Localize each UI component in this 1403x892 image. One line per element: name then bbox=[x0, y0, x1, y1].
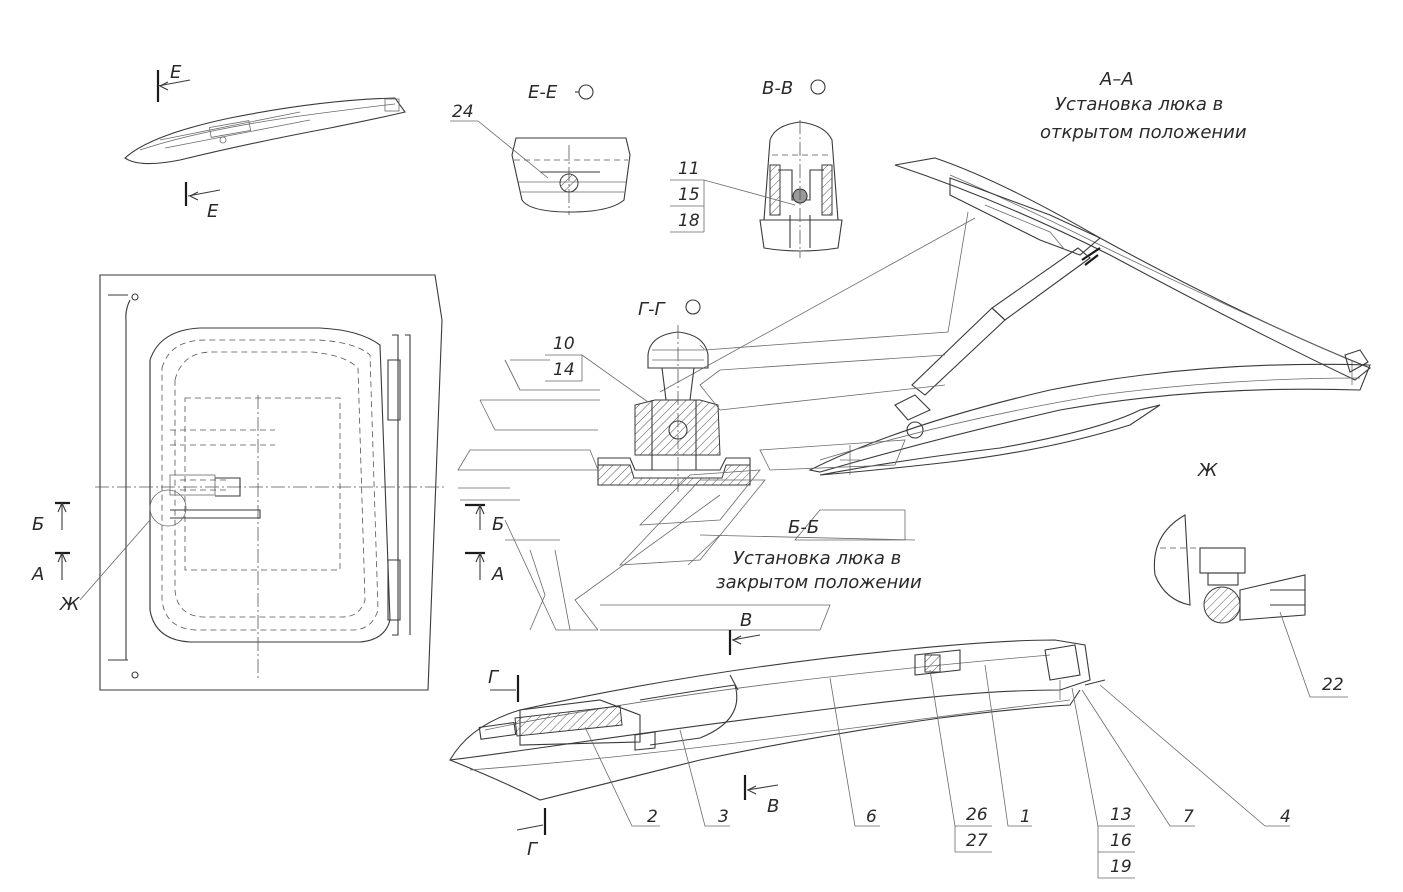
zoom-line-2 bbox=[659, 217, 976, 393]
marker-e-bottom: Е bbox=[207, 201, 219, 222]
callout-18: 18 bbox=[678, 211, 700, 231]
callout-22: 22 bbox=[1322, 675, 1344, 695]
section-vv-symbol bbox=[810, 79, 826, 95]
section-aa-title: А–А bbox=[1099, 69, 1134, 90]
callout-3: 3 bbox=[718, 807, 729, 827]
callout-15: 15 bbox=[678, 185, 700, 205]
zh-detail-circle bbox=[149, 489, 187, 527]
section-gg-symbol bbox=[685, 299, 701, 315]
section-gg-view bbox=[597, 325, 751, 492]
callout-1: 1 bbox=[1020, 807, 1031, 827]
marker-b-left: Б bbox=[32, 514, 44, 535]
section-gg-title: Г-Г bbox=[638, 299, 667, 320]
callout-19: 19 bbox=[1110, 857, 1132, 877]
plan-view bbox=[55, 274, 485, 691]
section-aa-line1: Установка люка в bbox=[1055, 94, 1223, 115]
marker-e-top: Е bbox=[170, 62, 182, 83]
marker-g-top: Г bbox=[488, 667, 500, 688]
section-bb-title: Б-Б bbox=[788, 517, 819, 538]
section-aa-open-view bbox=[808, 157, 1372, 476]
callout-14: 14 bbox=[553, 360, 575, 380]
marker-b-right: Б bbox=[492, 514, 504, 535]
callout-16: 16 bbox=[1110, 831, 1132, 851]
section-ee-title: Е-Е bbox=[528, 82, 558, 103]
zoom-line-1 bbox=[699, 211, 969, 351]
callout-10: 10 bbox=[553, 334, 575, 354]
section-ee-symbol bbox=[578, 84, 594, 100]
callout-26: 26 bbox=[966, 805, 988, 825]
section-bb-line2: закрытом положении bbox=[716, 572, 922, 593]
callout-24: 24 bbox=[452, 102, 474, 122]
section-vv-view bbox=[759, 120, 843, 258]
callout-6: 6 bbox=[866, 807, 877, 827]
section-aa-line2: открытом положении bbox=[1040, 122, 1247, 143]
callout-27: 27 bbox=[966, 831, 988, 851]
callout-11: 11 bbox=[678, 159, 700, 179]
section-bb-closed-view bbox=[448, 630, 1106, 835]
side-view-small bbox=[124, 70, 406, 206]
marker-a-left: А bbox=[31, 564, 44, 585]
section-vv-title: В-В bbox=[762, 78, 793, 99]
marker-zh-callout: Ж bbox=[59, 594, 80, 615]
marker-v-top: В bbox=[740, 610, 752, 631]
section-bb-line1: Установка люка в bbox=[733, 548, 901, 569]
zoom-frame-lines bbox=[457, 354, 946, 631]
callout-4: 4 bbox=[1280, 807, 1291, 827]
detail-zh-view bbox=[1153, 514, 1306, 624]
callout-2: 2 bbox=[647, 807, 658, 827]
callout-13: 13 bbox=[1110, 805, 1132, 825]
marker-a-right: А bbox=[491, 564, 504, 585]
callout-7: 7 bbox=[1183, 807, 1194, 827]
detail-zh-title: Ж bbox=[1197, 460, 1218, 481]
section-ee-view bbox=[511, 137, 631, 215]
marker-v-bottom: В bbox=[767, 796, 779, 817]
marker-g-bottom: Г bbox=[527, 839, 539, 860]
